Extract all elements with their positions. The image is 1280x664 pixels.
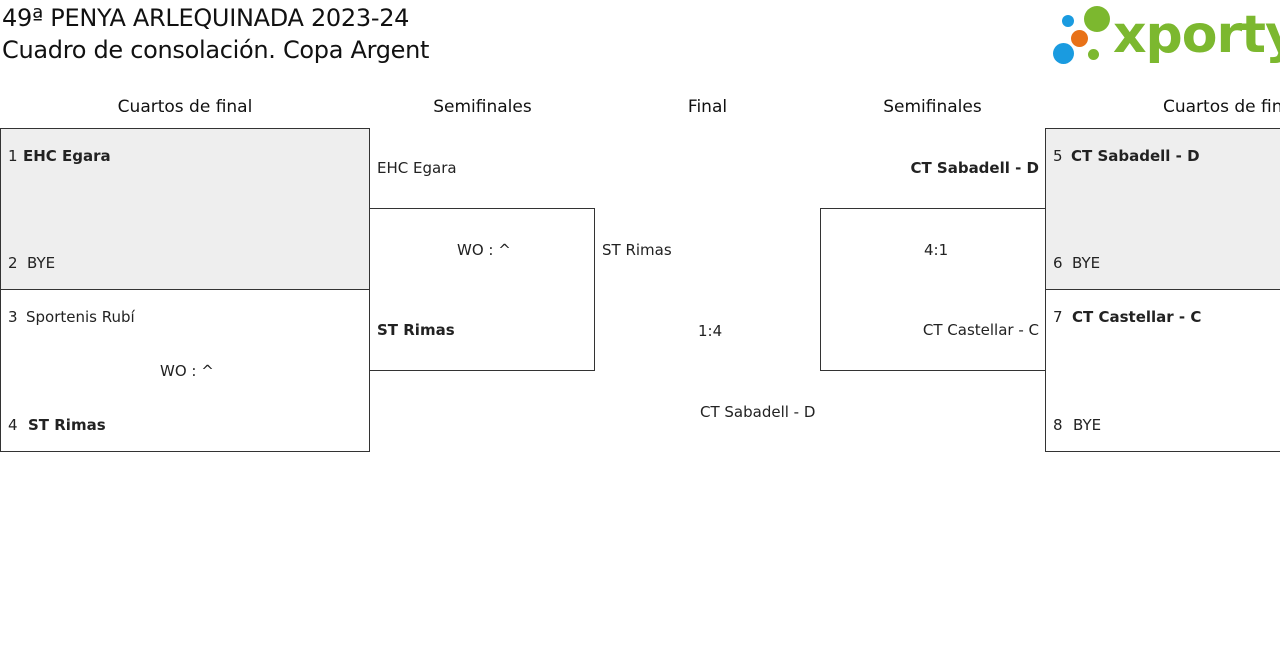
round-header-final: Final [687, 97, 728, 117]
team-name: BYE [1073, 416, 1102, 434]
logo-wordmark: xporty [1113, 5, 1280, 65]
logo-dot-green-small [1088, 49, 1099, 60]
team-name: BYE [27, 254, 56, 272]
seed-number: 2 [8, 254, 18, 272]
team-name: CT Sabadell - D [1071, 147, 1200, 165]
team-name: EHC Egara [377, 159, 457, 177]
team-name: CT Castellar - C [1072, 308, 1202, 326]
logo-dot-orange [1071, 30, 1088, 47]
logo-dot-blue-small [1062, 15, 1074, 27]
right-quarter-match-1 [1045, 128, 1280, 290]
seed-number: 1 [8, 147, 18, 165]
team-name: Sportenis Rubí [26, 308, 135, 326]
seed-number: 6 [1053, 254, 1063, 272]
final-team-right: CT Sabadell - D [700, 403, 816, 421]
match-score: WO : ^ [457, 241, 511, 259]
match-score: WO : ^ [160, 362, 214, 380]
round-header-left-semis: Semifinales [433, 97, 532, 117]
draw-subtitle: Cuadro de consolación. Copa Argent [2, 36, 430, 64]
right-semi-match [820, 208, 1046, 371]
team-name: CT Castellar - C [922, 321, 1039, 339]
seed-number: 7 [1053, 308, 1063, 326]
seed-number: 4 [8, 416, 18, 434]
seed-number: 8 [1053, 416, 1063, 434]
final-score: 1:4 [698, 322, 723, 340]
left-quarter-match-1 [0, 128, 370, 290]
team-name: EHC Egara [23, 147, 111, 165]
right-quarter-match-2 [1045, 289, 1280, 452]
logo-dot-blue-large [1053, 43, 1074, 64]
round-header-right-quarters: Cuartos de fin [1163, 97, 1280, 117]
seed-number: 3 [8, 308, 18, 326]
round-header-left-quarters: Cuartos de final [117, 97, 253, 117]
tournament-title: 49ª PENYA ARLEQUINADA 2023-24 [2, 4, 410, 32]
seed-number: 5 [1053, 147, 1063, 165]
left-semi-match [369, 208, 595, 371]
round-header-right-semis: Semifinales [883, 97, 982, 117]
match-score: 4:1 [924, 241, 949, 259]
team-name: CT Sabadell - D [910, 159, 1039, 177]
team-name: ST Rimas [377, 321, 455, 339]
team-name: ST Rimas [28, 416, 106, 434]
final-team-left: ST Rimas [602, 241, 672, 259]
team-name: BYE [1072, 254, 1101, 272]
logo-dot-green-large [1084, 6, 1110, 32]
